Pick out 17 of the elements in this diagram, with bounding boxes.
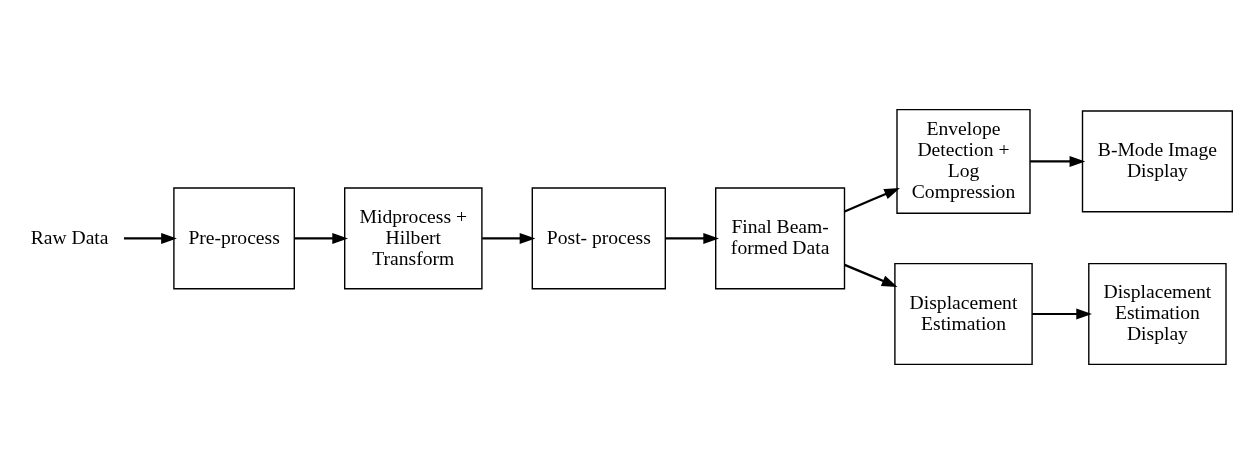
node-box: B-Mode Image Display — [1081, 109, 1233, 212]
node-box: Post- process — [531, 186, 666, 289]
node-box: Midprocess + Hilbert Transform — [344, 186, 483, 289]
arrow — [1032, 308, 1092, 319]
node-box: Envelope Detection + Log Compression — [896, 108, 1031, 214]
arrow — [294, 232, 348, 244]
arrow — [1030, 155, 1086, 167]
node-box: Final Beam- formed Data — [715, 186, 846, 289]
arrow — [844, 187, 900, 212]
arrow — [844, 263, 898, 287]
arrow — [123, 232, 177, 244]
arrow — [482, 232, 536, 244]
node-text: Raw Data — [30, 226, 109, 248]
arrow — [665, 232, 720, 244]
node-box: Displacement Estimation — [894, 262, 1033, 365]
node-box: Displacement Estimation Display — [1088, 262, 1227, 365]
node-box: Pre-process — [173, 186, 295, 289]
